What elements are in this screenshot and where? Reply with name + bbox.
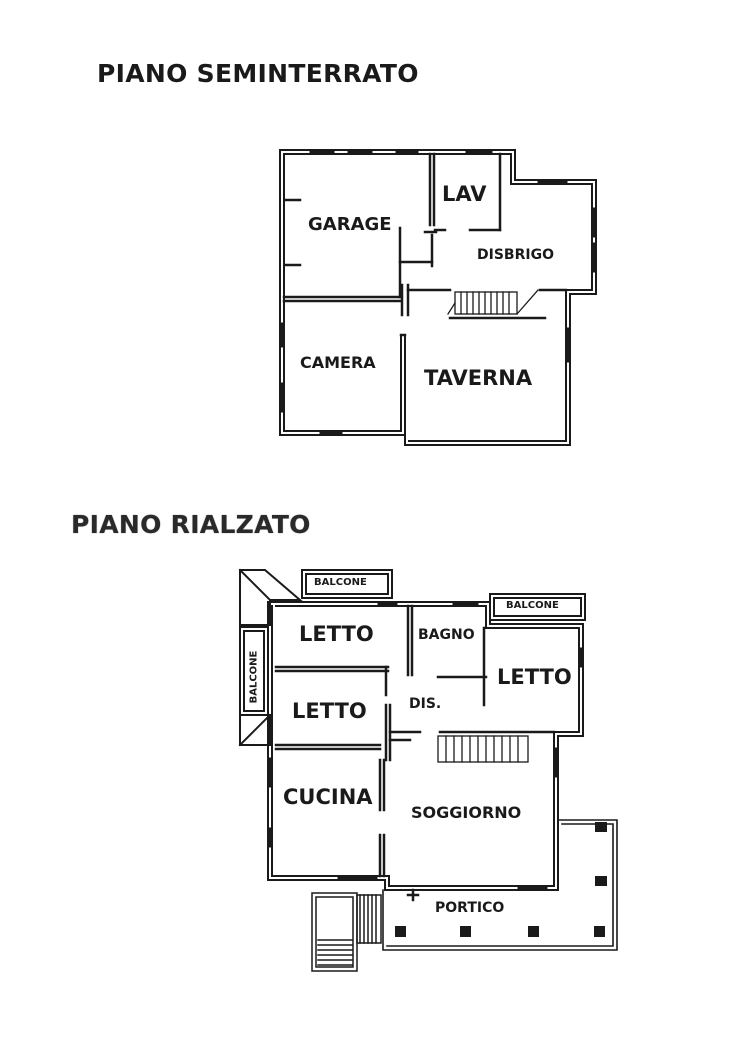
room-label-letto-1: LETTO bbox=[299, 622, 374, 646]
basement-door-markers bbox=[284, 198, 438, 267]
room-label-dis: DIS. bbox=[409, 696, 442, 712]
basement-staircase bbox=[447, 289, 539, 315]
room-label-balcone-left: BALCONE bbox=[248, 650, 260, 704]
room-label-lav: LAV bbox=[442, 182, 487, 206]
portico-area bbox=[382, 819, 618, 951]
ground-staircase bbox=[437, 735, 529, 763]
room-label-taverna: TAVERNA bbox=[424, 366, 533, 390]
entrance-stairs bbox=[311, 892, 382, 972]
room-label-balcone-right: BALCONE bbox=[506, 600, 559, 611]
ground-floor-title: PIANO RIALZATO bbox=[71, 510, 311, 539]
ground-floor-plan bbox=[238, 568, 618, 972]
basement-interior-walls bbox=[282, 152, 568, 337]
room-label-letto-2: LETTO bbox=[497, 665, 572, 689]
room-label-disbrigo: DISBRIGO bbox=[477, 247, 554, 263]
room-label-soggiorno: SOGGIORNO bbox=[411, 803, 522, 822]
basement-windows bbox=[279, 149, 597, 436]
basement-floor-title: PIANO SEMINTERRATO bbox=[97, 59, 419, 88]
room-label-portico: PORTICO bbox=[435, 900, 505, 916]
room-label-balcone-top: BALCONE bbox=[314, 577, 367, 588]
ground-interior-walls bbox=[274, 604, 556, 878]
room-label-bagno: BAGNO bbox=[418, 627, 475, 643]
room-label-garage: GARAGE bbox=[308, 214, 392, 235]
room-label-camera: CAMERA bbox=[300, 353, 376, 372]
ground-windows bbox=[267, 601, 584, 891]
portico-columns bbox=[395, 822, 607, 937]
basement-plan bbox=[279, 149, 597, 446]
portico-marks bbox=[406, 888, 420, 902]
room-label-letto-3: LETTO bbox=[292, 699, 367, 723]
room-label-cucina: CUCINA bbox=[283, 785, 373, 809]
